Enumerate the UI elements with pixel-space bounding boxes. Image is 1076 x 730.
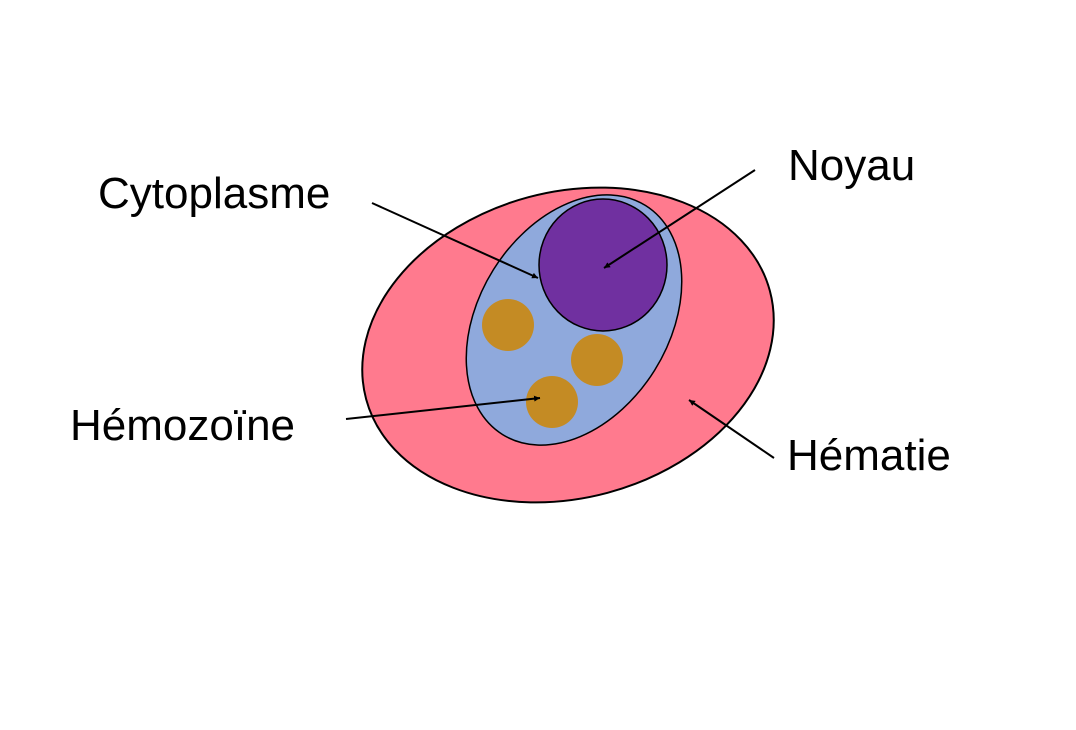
hemozoin-granule <box>482 299 534 351</box>
hemozoin-granule <box>571 334 623 386</box>
hemozoin-granule <box>526 376 578 428</box>
nucleus-arrow <box>603 169 756 269</box>
red-cell-label: Hématie <box>787 431 951 480</box>
hemozoin-label: Hémozoïne <box>70 401 295 450</box>
nucleus-shape <box>538 198 668 332</box>
cytoplasm-label: Cytoplasme <box>98 169 330 218</box>
hemozoin-arrow <box>345 395 541 420</box>
nucleus-label: Noyau <box>788 141 915 190</box>
cytoplasm-arrow <box>371 202 539 279</box>
red-cell-arrow <box>688 399 775 459</box>
